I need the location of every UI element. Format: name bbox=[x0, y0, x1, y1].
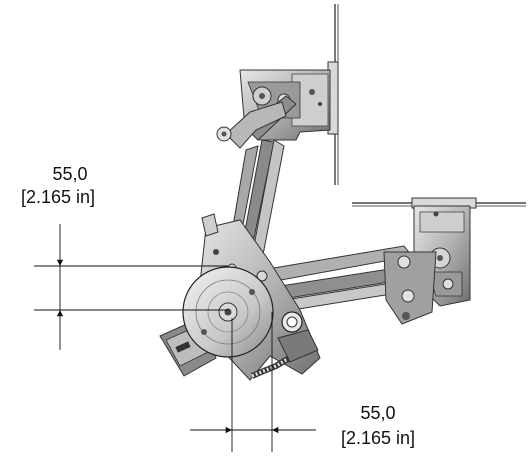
horizontal-dimension-value: 55,0 bbox=[360, 403, 396, 423]
horizontal-dimension-inch: [2.165 in] bbox=[340, 428, 416, 448]
vertical-dimension bbox=[34, 224, 228, 350]
upper-arm-links bbox=[216, 95, 297, 261]
vertical-dimension-inch: [2.165 in] bbox=[20, 187, 96, 207]
vertical-dimension-value: 55,0 bbox=[52, 164, 88, 184]
lower-arm-links bbox=[261, 245, 437, 325]
main-disc bbox=[182, 266, 274, 358]
spring-assembly bbox=[250, 311, 319, 379]
horizontal-dimension bbox=[190, 312, 316, 452]
